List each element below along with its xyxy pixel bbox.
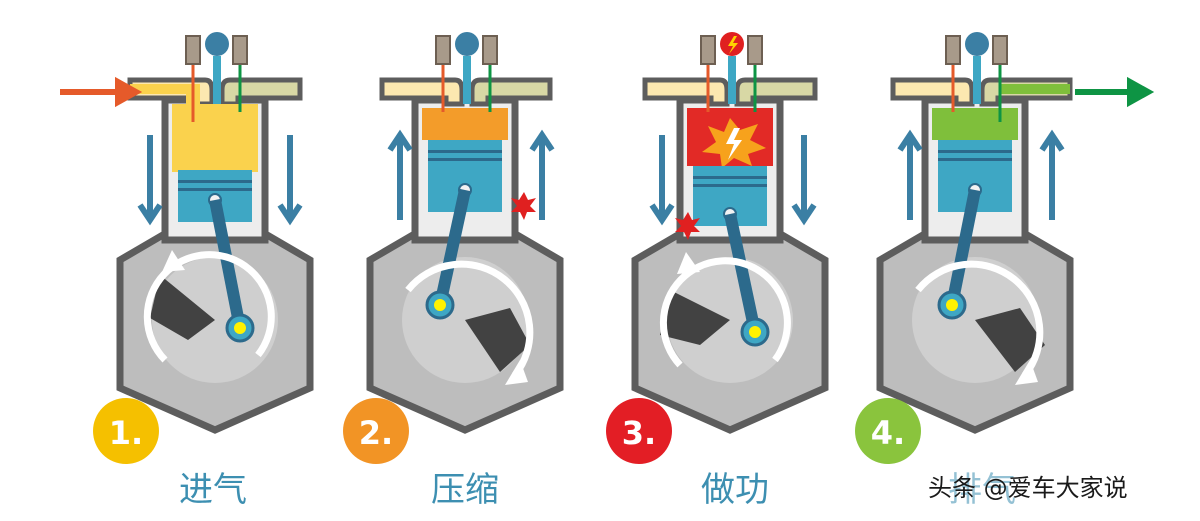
badge-number: 2.	[359, 414, 393, 452]
piston-ring	[178, 188, 252, 191]
spark-plug-icon	[205, 32, 229, 56]
gas-fill	[172, 104, 258, 172]
step-badge-3: 3.	[606, 398, 672, 464]
intake-flow-arrow	[60, 76, 143, 108]
valve-spring	[700, 35, 716, 65]
intake-gas-stream	[130, 84, 200, 104]
exhaust-flow-arrow	[1075, 76, 1155, 108]
stroke-label-exhaust: 排气	[948, 470, 1016, 510]
badge-circle	[343, 398, 409, 464]
spark-plug	[213, 56, 221, 104]
crank-pin-center	[749, 326, 761, 338]
piston-ring	[938, 150, 1012, 153]
badge-circle	[855, 398, 921, 464]
crank-pin-center	[234, 322, 246, 334]
motion-arrow-up	[387, 129, 413, 220]
crank-arm	[975, 308, 1045, 372]
rotation-arrowhead	[162, 250, 185, 272]
motion-arrow-down	[791, 135, 817, 226]
crank-pin-center	[434, 299, 446, 311]
valve-spring	[747, 35, 763, 65]
crank-pin-center	[946, 299, 958, 311]
spark-burst-icon	[675, 212, 700, 240]
piston-ring	[693, 184, 767, 187]
rotation-arrowhead	[505, 360, 528, 385]
badge-number: 3.	[622, 414, 656, 452]
piston-ring	[693, 176, 767, 179]
spark-plug	[463, 56, 471, 104]
step-badge-2: 2.	[343, 398, 409, 464]
piston-ring	[178, 180, 252, 183]
valve-spring	[185, 35, 201, 65]
spark-burst-icon	[511, 192, 536, 220]
rotation-arrow	[405, 260, 534, 378]
crank-arm	[465, 308, 530, 372]
exhaust-pipe	[219, 77, 303, 107]
badge-number: 1.	[109, 414, 143, 452]
stroke-2-engine	[366, 32, 564, 434]
connecting-rod	[724, 212, 761, 334]
motion-arrow-down	[137, 135, 163, 226]
step-badge-4: 4.	[855, 398, 921, 464]
badge-circle	[93, 398, 159, 464]
intake-pipe	[379, 77, 465, 107]
motion-arrow-down	[649, 135, 675, 226]
lightning-icon	[726, 128, 742, 160]
gas-fill	[422, 108, 508, 140]
gas-fill	[932, 108, 1018, 140]
exhaust-gas-stream	[1000, 84, 1070, 94]
crank-arm	[150, 275, 215, 340]
spark-plug-icon	[965, 32, 989, 56]
valve-spring	[232, 35, 248, 65]
intake-pipe	[642, 77, 730, 107]
rotation-arrowhead	[1015, 360, 1038, 385]
rotation-arrowhead	[677, 252, 700, 274]
badge-number: 4.	[871, 414, 905, 452]
rotation-arrow	[143, 251, 275, 363]
valve-spring	[482, 35, 498, 65]
watermark: 头条 @爱车大家说	[928, 474, 1128, 502]
crank-arm	[660, 290, 730, 345]
piston-ring	[938, 158, 1012, 161]
stroke-1-engine	[60, 32, 314, 434]
motion-arrow-down	[277, 135, 303, 226]
stroke-3-engine	[631, 32, 829, 434]
piston-ring	[428, 158, 502, 161]
spark-plug	[728, 56, 736, 104]
connecting-rod	[209, 198, 246, 330]
connecting-rod	[434, 188, 471, 307]
stroke-label-intake: 进气	[179, 470, 247, 510]
exhaust-pipe	[734, 77, 818, 107]
stroke-4-engine	[876, 32, 1155, 434]
valve-spring	[992, 35, 1008, 65]
piston-ring	[428, 150, 502, 153]
motion-arrow-up	[1039, 129, 1065, 220]
rotation-arrow	[659, 257, 791, 368]
valve-spring	[435, 35, 451, 65]
motion-arrow-up	[897, 129, 923, 220]
connecting-rod	[946, 188, 981, 307]
motion-arrow-up	[529, 129, 555, 220]
lightning-icon	[728, 36, 738, 54]
spark-plug-icon	[455, 32, 479, 56]
step-badge-1: 1.	[93, 398, 159, 464]
intake-pipe	[890, 77, 975, 107]
stroke-label-power: 做功	[701, 470, 769, 510]
badge-circle	[606, 398, 672, 464]
rotation-arrow	[915, 260, 1044, 378]
spark-plug	[973, 56, 981, 104]
valve-spring	[945, 35, 961, 65]
exhaust-pipe	[469, 77, 553, 107]
stroke-label-compression: 压缩	[431, 470, 499, 510]
